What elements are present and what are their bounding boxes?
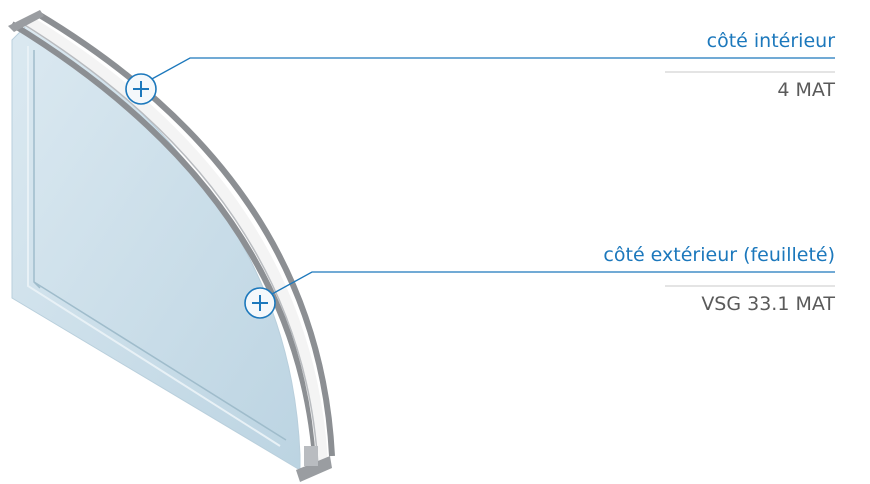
callout-label-exterior: côté extérieur (feuilleté) [603, 244, 835, 266]
edge-spacer-insert [304, 446, 318, 466]
callout-label-interior: côté intérieur [706, 30, 835, 52]
plus-circle-icon[interactable] [244, 287, 276, 319]
edge-profile-inner [36, 11, 335, 457]
edge-profile-outer [10, 21, 319, 471]
callout-value-exterior: VSG 33.1 MAT [701, 293, 835, 315]
leader-line-interior [149, 57, 835, 81]
plus-circle-icon[interactable] [125, 73, 157, 105]
callout-value-interior: 4 MAT [777, 79, 835, 101]
edge-cap-bottom [296, 456, 332, 482]
edge-highlight [19, 21, 319, 467]
edge-spacer [22, 14, 328, 463]
edge-cap-top [8, 10, 44, 32]
leader-line-exterior [271, 271, 835, 295]
glass-inner-frame [33, 50, 287, 441]
glass-inner-frame-shadow [27, 46, 281, 447]
